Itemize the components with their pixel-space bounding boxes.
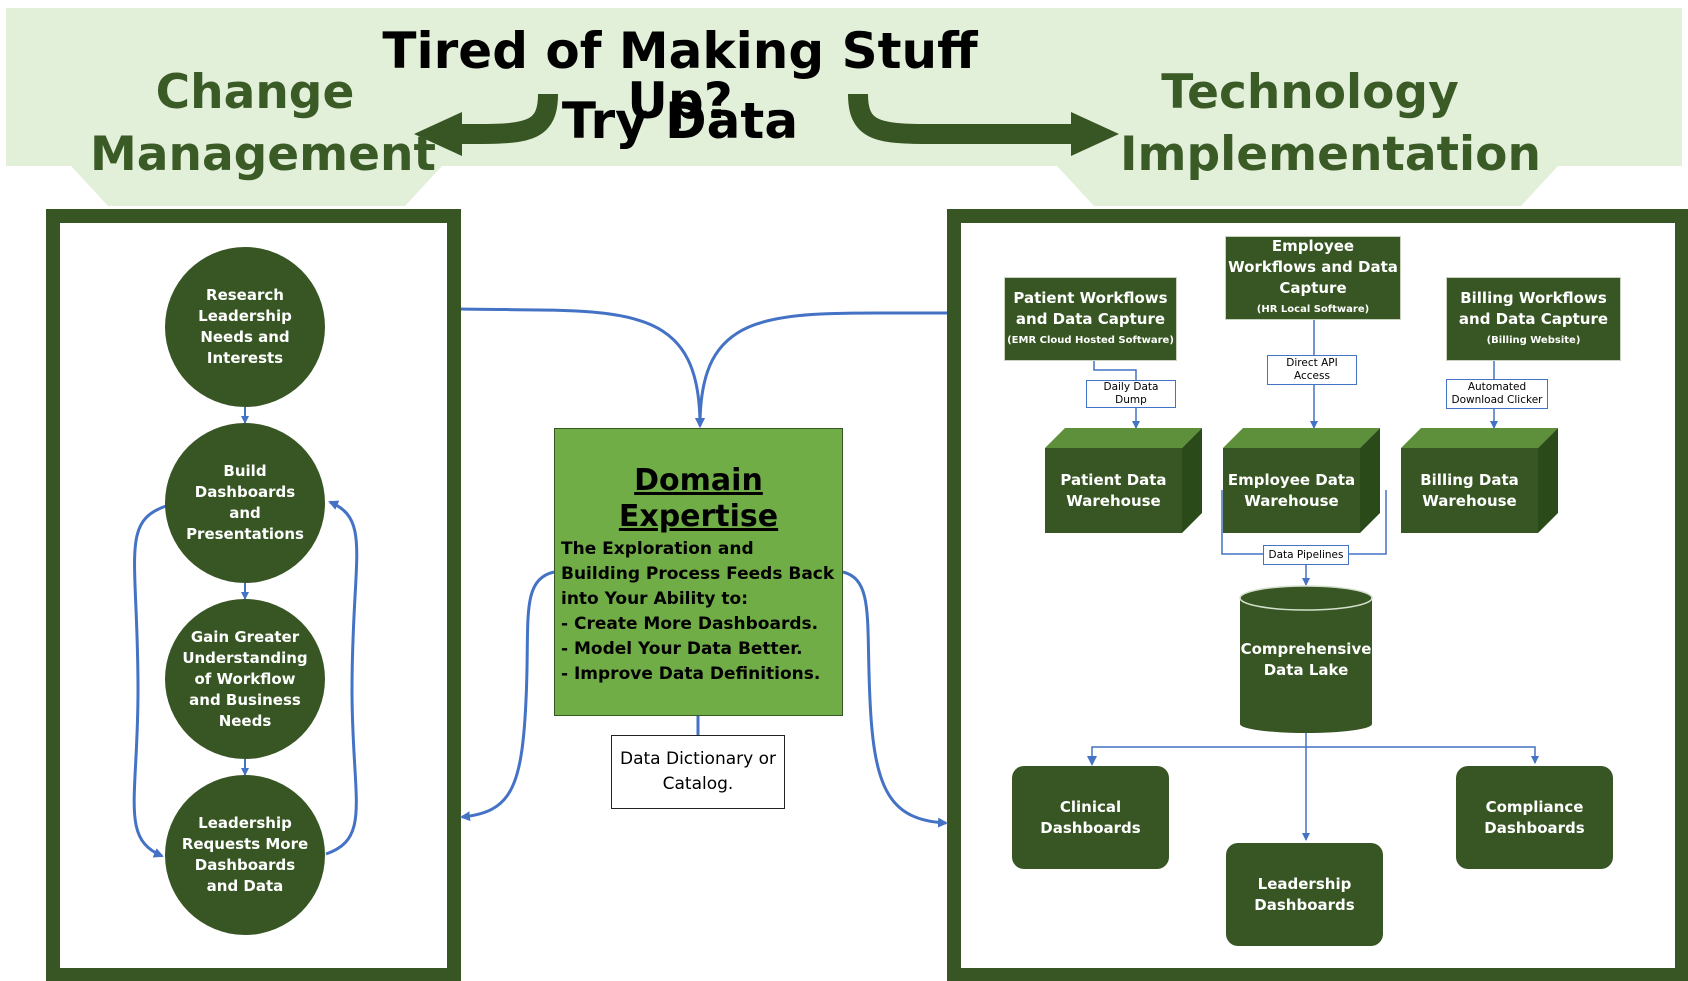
domain-expertise-body: The Exploration and Building Process Fee… <box>561 539 835 684</box>
billing-data-warehouse: Billing Data Warehouse <box>1420 470 1519 510</box>
patient-data-warehouse: Patient Data Warehouse <box>1060 470 1167 510</box>
pipeline-connector <box>1221 490 1263 555</box>
method-direct-api-access: Direct API Access <box>1267 355 1357 385</box>
compliance-dashboards: Compliance Dashboards <box>1456 766 1613 869</box>
source-employee-workflows: Employee Workflows and Data Capture (HR … <box>1225 236 1401 320</box>
connector-right-to-domain <box>695 311 948 428</box>
feedback-loop-right <box>325 500 359 856</box>
data-pipelines-label: Data Pipelines <box>1263 545 1349 565</box>
domain-expertise-title: Domain Expertise <box>618 463 779 534</box>
connector-left-to-domain <box>460 307 705 428</box>
source-billing-workflows: Billing Workflows and Data Capture (Bill… <box>1446 277 1621 361</box>
technology-implementation-title: Technology Implementation <box>1120 65 1541 182</box>
step-research-leadership: Research Leadership Needs and Interests <box>165 247 325 407</box>
connector-arrowhead <box>1087 756 1097 766</box>
step-leadership-requests: Leadership Requests More Dashboards and … <box>165 775 325 935</box>
billing-warehouse-cube <box>1401 428 1558 533</box>
method-automated-download-clicker: Automated Download Clicker <box>1446 379 1548 409</box>
source-patient-workflows: Patient Workflows and Data Capture (EMR … <box>1004 277 1177 361</box>
patient-warehouse-cube <box>1045 428 1202 533</box>
leadership-dashboards: Leadership Dashboards <box>1226 843 1383 946</box>
right-curved-arrow <box>848 93 1075 144</box>
method-daily-data-dump: Daily Data Dump <box>1086 380 1176 408</box>
data-dictionary-box: Data Dictionary or Catalog. <box>611 735 785 809</box>
subheadline: Try Data <box>561 92 799 150</box>
domain-expertise-box: Domain Expertise The Exploration and Bui… <box>554 428 843 716</box>
step-gain-understanding: Gain Greater Understanding of Workflow a… <box>165 599 325 759</box>
pipeline-connector <box>1349 490 1387 555</box>
left-curved-arrow <box>462 93 558 144</box>
step-build-dashboards: Build Dashboards and Presentations <box>165 423 325 583</box>
connector-domain-to-left <box>460 570 555 822</box>
feedback-loop-left <box>132 504 167 858</box>
connector <box>1093 361 1137 380</box>
right-arrowhead <box>1071 112 1119 156</box>
connector <box>1091 746 1539 764</box>
data-lake-cylinder <box>1239 585 1373 733</box>
comprehensive-data-lake: Comprehensive Data Lake <box>1240 640 1372 679</box>
connector-domain-to-right <box>842 570 948 828</box>
clinical-dashboards: Clinical Dashboards <box>1012 766 1169 869</box>
employee-warehouse-cube <box>1223 428 1380 533</box>
headline: Tired of Making Stuff Up? <box>382 22 978 130</box>
header-banner <box>6 8 1682 206</box>
employee-data-warehouse: Employee Data Warehouse <box>1227 470 1356 510</box>
change-management-title: Change Management <box>90 65 436 182</box>
left-arrowhead <box>414 112 462 156</box>
